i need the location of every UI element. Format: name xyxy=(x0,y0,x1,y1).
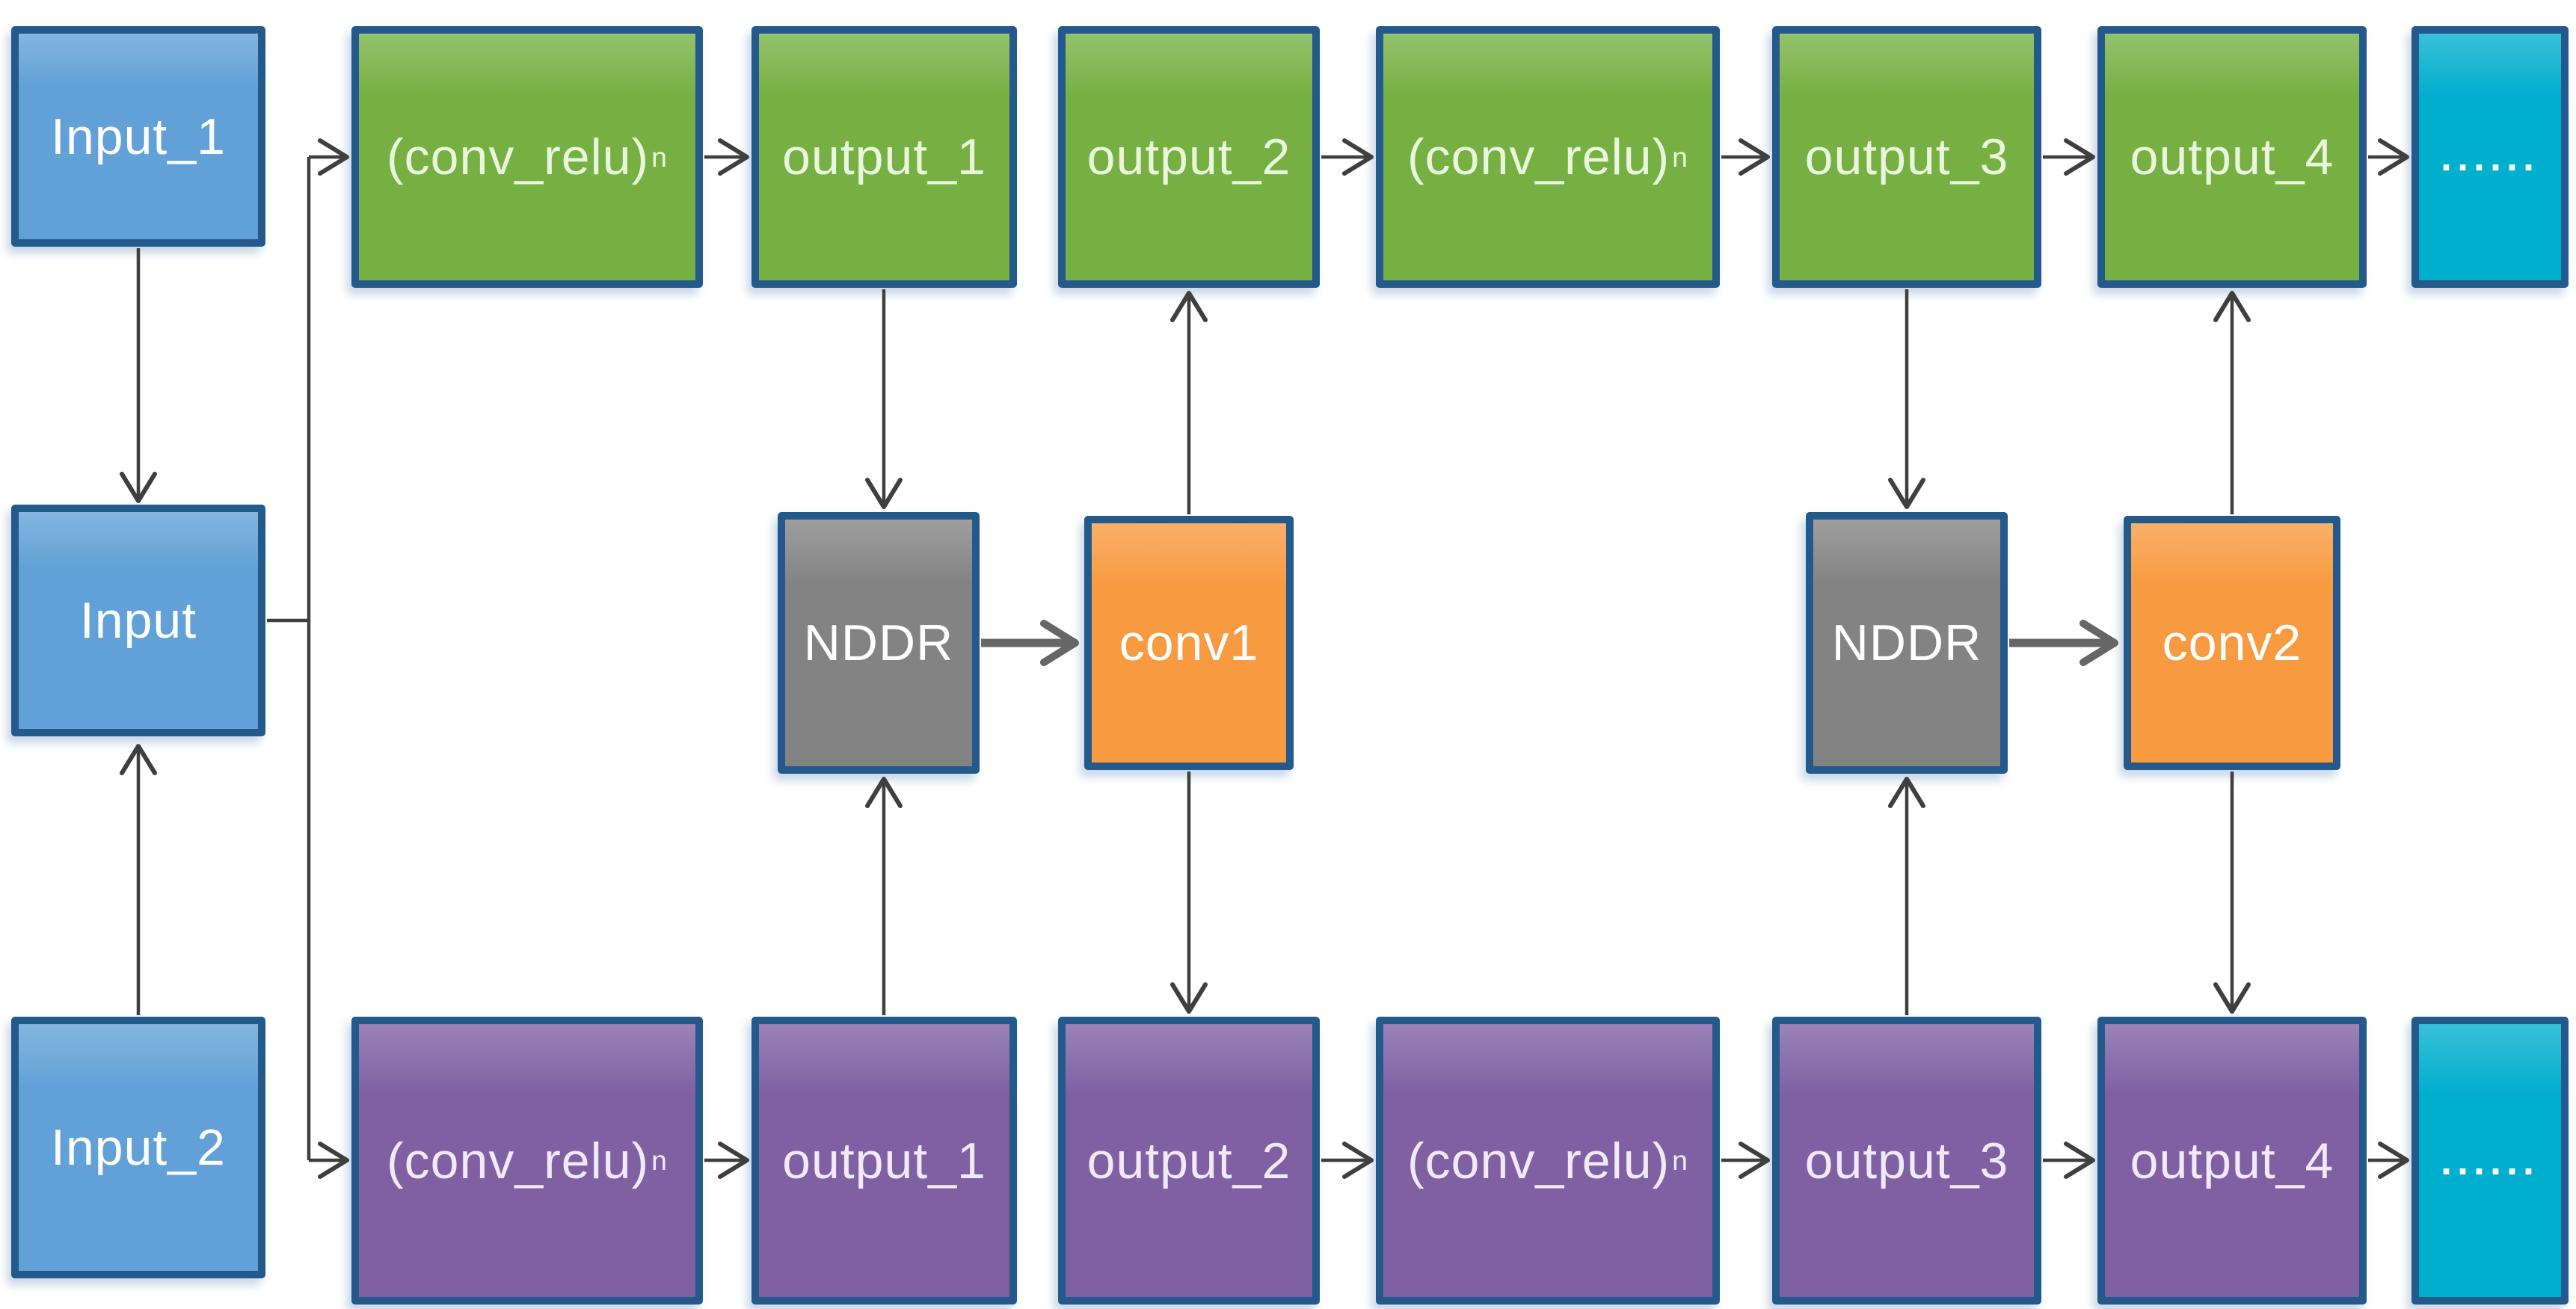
node-top-output-1: output_1 xyxy=(751,26,1017,288)
node-top-conv-relu-b-sup: n xyxy=(1672,141,1688,173)
node-bottom-conv-relu-b: (conv_relu)n xyxy=(1376,1017,1720,1305)
node-top-output-2-label: output_2 xyxy=(1086,129,1291,185)
node-top-conv-relu-b-label: (conv_relu) xyxy=(1407,129,1670,185)
node-bottom-output-1-label: output_1 xyxy=(782,1132,986,1189)
node-nddr-2-label: NDDR xyxy=(1831,615,1982,671)
node-top-output-1-label: output_1 xyxy=(782,129,986,185)
node-nddr-1: NDDR xyxy=(778,512,980,774)
node-conv2-label: conv2 xyxy=(2162,615,2302,671)
node-top-conv-relu-a-sup: n xyxy=(651,141,668,173)
node-input-1-label: Input_1 xyxy=(51,108,226,165)
node-top-conv-relu-a-label: (conv_relu) xyxy=(387,129,650,185)
node-top-output-3-label: output_3 xyxy=(1804,129,2009,185)
node-bottom-conv-relu-a-sup: n xyxy=(651,1145,668,1176)
node-input-2: Input_2 xyxy=(11,1017,265,1278)
node-bottom-output-4: output_4 xyxy=(2097,1017,2367,1305)
node-top-ellipsis: ...... xyxy=(2411,26,2569,288)
node-top-output-3: output_3 xyxy=(1772,26,2041,288)
node-bottom-output-3: output_3 xyxy=(1772,1017,2041,1305)
node-bottom-conv-relu-b-sup: n xyxy=(1672,1145,1688,1176)
node-top-output-4: output_4 xyxy=(2097,26,2367,288)
node-input-1: Input_1 xyxy=(11,26,265,247)
node-top-output-2: output_2 xyxy=(1058,26,1320,288)
node-bottom-conv-relu-b-label: (conv_relu) xyxy=(1407,1132,1670,1189)
node-input: Input xyxy=(11,505,265,736)
node-bottom-output-1: output_1 xyxy=(751,1017,1017,1305)
node-top-output-4-label: output_4 xyxy=(2130,129,2334,185)
node-top-ellipsis-label: ...... xyxy=(2440,135,2540,179)
node-nddr-2: NDDR xyxy=(1806,512,2008,774)
node-nddr-1-label: NDDR xyxy=(803,615,954,671)
node-bottom-ellipsis-label: ...... xyxy=(2440,1138,2540,1183)
node-input-2-label: Input_2 xyxy=(51,1119,226,1176)
node-top-conv-relu-b: (conv_relu)n xyxy=(1376,26,1720,288)
node-conv1: conv1 xyxy=(1084,516,1294,770)
node-bottom-output-2: output_2 xyxy=(1058,1017,1320,1305)
node-bottom-output-3-label: output_3 xyxy=(1804,1132,2009,1189)
node-bottom-output-2-label: output_2 xyxy=(1086,1132,1291,1189)
node-top-conv-relu-a: (conv_relu)n xyxy=(351,26,703,288)
node-bottom-conv-relu-a: (conv_relu)n xyxy=(351,1017,703,1305)
node-conv2: conv2 xyxy=(2124,516,2340,770)
node-conv1-label: conv1 xyxy=(1119,615,1259,671)
node-bottom-output-4-label: output_4 xyxy=(2130,1132,2334,1189)
node-input-label: Input xyxy=(79,592,197,649)
node-bottom-conv-relu-a-label: (conv_relu) xyxy=(387,1132,650,1189)
node-bottom-ellipsis: ...... xyxy=(2411,1017,2569,1305)
